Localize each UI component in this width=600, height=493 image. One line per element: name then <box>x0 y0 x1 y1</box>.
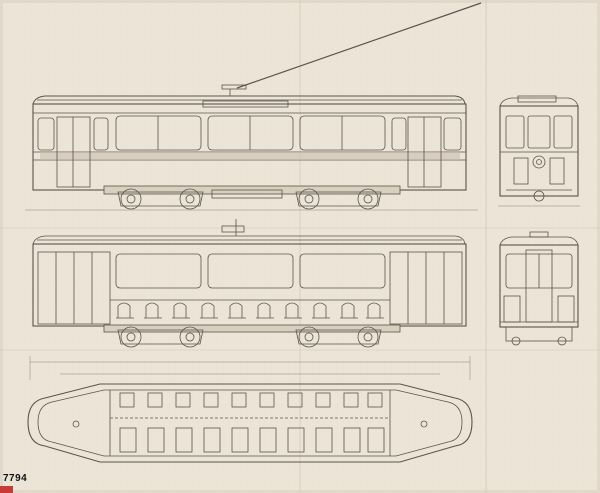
archive-color-mark <box>0 486 13 493</box>
sheet-number: 7794 <box>3 473 28 484</box>
seat-row <box>116 302 384 319</box>
cross-section-view <box>499 231 579 346</box>
end-elevation-view <box>498 95 580 207</box>
side-elevation-view <box>25 2 482 211</box>
longitudinal-section-view <box>32 219 467 348</box>
plan-view <box>27 356 473 463</box>
